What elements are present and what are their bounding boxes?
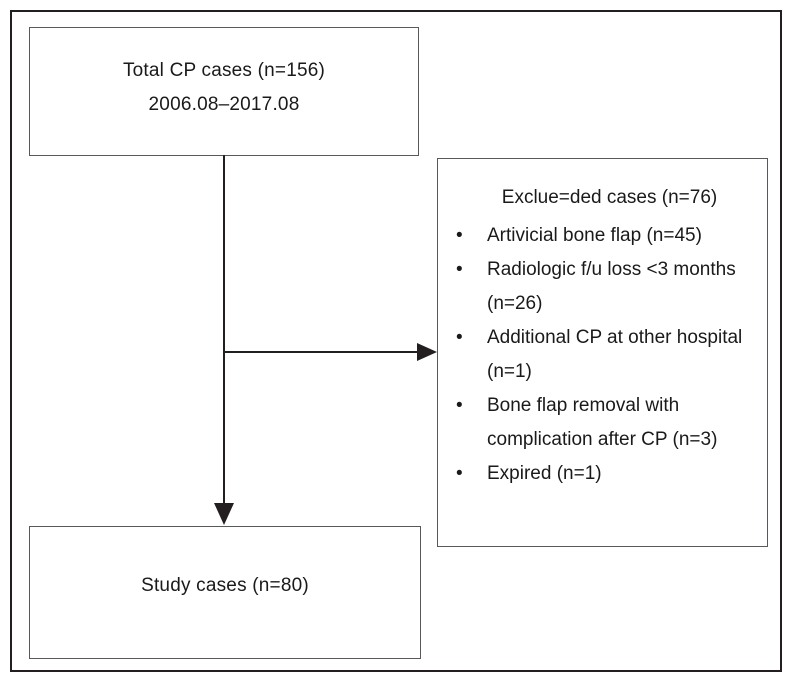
list-item-label: Additional CP at other hospital (n=1): [487, 327, 743, 382]
list-item-label: Expired (n=1): [487, 463, 602, 484]
study-cases-line-1: Study cases (n=80): [141, 575, 309, 596]
bullet-icon: •: [456, 259, 463, 280]
connector-vertical-line: [223, 155, 225, 503]
study-cases-box: Study cases (n=80): [29, 526, 421, 659]
list-item: • Expired (n=1): [456, 457, 761, 491]
bullet-icon: •: [456, 327, 463, 348]
excluded-cases-header: Exclue=ded cases (n=76): [501, 187, 718, 208]
connector-horizontal-line: [223, 351, 419, 353]
total-cases-text: Total CP cases (n=156) 2006.08–2017.08: [30, 54, 418, 122]
arrow-down-icon: [214, 503, 234, 525]
excluded-cases-list: • Artivicial bone flap (n=45) • Radiolog…: [438, 219, 767, 491]
total-cases-line-1: Total CP cases (n=156): [122, 60, 326, 81]
excluded-cases-box: Exclue=ded cases (n=76) • Artivicial bon…: [437, 158, 768, 547]
arrow-right-icon: [417, 343, 437, 361]
bullet-icon: •: [456, 463, 463, 484]
list-item-label: Artivicial bone flap (n=45): [487, 225, 702, 246]
total-cases-box: Total CP cases (n=156) 2006.08–2017.08: [29, 27, 419, 156]
bullet-icon: •: [456, 225, 463, 246]
excluded-cases-content: Exclue=ded cases (n=76) • Artivicial bon…: [438, 181, 767, 491]
list-item-label: Radiologic f/u loss <3 months (n=26): [487, 259, 736, 314]
list-item: • Radiologic f/u loss <3 months (n=26): [456, 253, 761, 321]
list-item: • Additional CP at other hospital (n=1): [456, 321, 761, 389]
list-item-label: Bone flap removal with complication afte…: [487, 395, 718, 450]
bullet-icon: •: [456, 395, 463, 416]
list-item: • Artivicial bone flap (n=45): [456, 219, 761, 253]
study-cases-text: Study cases (n=80): [30, 569, 420, 603]
list-item: • Bone flap removal with complication af…: [456, 389, 761, 457]
total-cases-line-2: 2006.08–2017.08: [148, 94, 300, 115]
